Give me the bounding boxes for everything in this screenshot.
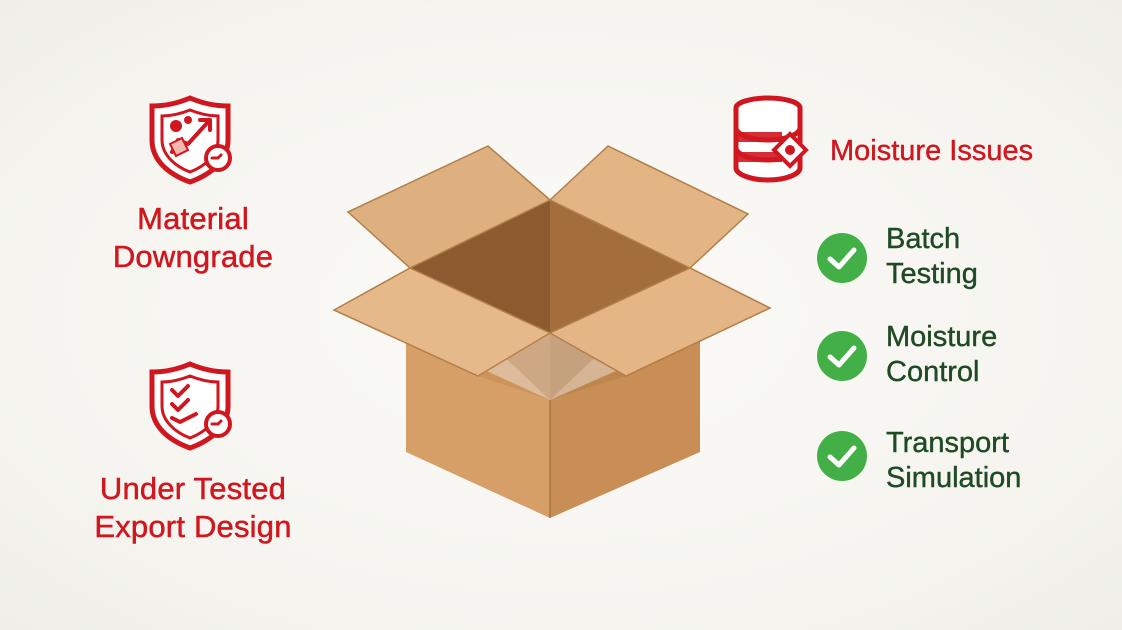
moisture-issues-title: Moisture Issues — [830, 135, 1034, 167]
risk-line: Material — [137, 201, 249, 237]
risk-label-material-downgrade: Material Downgrade — [80, 200, 306, 276]
box-front-right-face — [550, 334, 700, 518]
box-inner-left-wall — [410, 200, 550, 333]
risk-line: Under Tested — [99, 471, 287, 507]
risk-line: Export Design — [94, 509, 292, 545]
solution-line: Simulation — [886, 462, 1022, 494]
solution-label: Transport Simulation — [886, 426, 1022, 496]
solution-label: Batch Testing — [886, 222, 978, 292]
solution-item-transport-simulation: Transport Simulation — [816, 426, 1106, 502]
risk-label-under-tested-export-design: Under Tested Export Design — [60, 470, 326, 546]
risk-line: Downgrade — [112, 239, 274, 275]
box-back-left-flap — [346, 145, 552, 269]
check-circle-icon — [817, 431, 867, 481]
check-circle-icon — [817, 331, 867, 381]
solution-line: Testing — [886, 258, 978, 290]
box-back-right-flap — [548, 145, 750, 269]
solution-line: Batch — [886, 223, 961, 255]
solution-line: Transport — [886, 427, 1010, 459]
check-circle-icon — [817, 233, 867, 283]
shield-arrow-icon — [149, 95, 232, 185]
solution-item-batch-testing: Batch Testing — [816, 222, 1106, 298]
database-stack-icon — [733, 95, 809, 183]
open-cardboard-box — [332, 145, 772, 518]
solution-label: Moisture Control — [886, 320, 998, 390]
shield-checklist-icon — [149, 361, 232, 451]
solution-line: Moisture — [886, 321, 998, 353]
solution-item-moisture-control: Moisture Control — [816, 320, 1106, 396]
solution-line: Control — [886, 356, 980, 388]
box-front-left-face — [406, 334, 550, 518]
box-inner-right-wall — [550, 200, 690, 333]
